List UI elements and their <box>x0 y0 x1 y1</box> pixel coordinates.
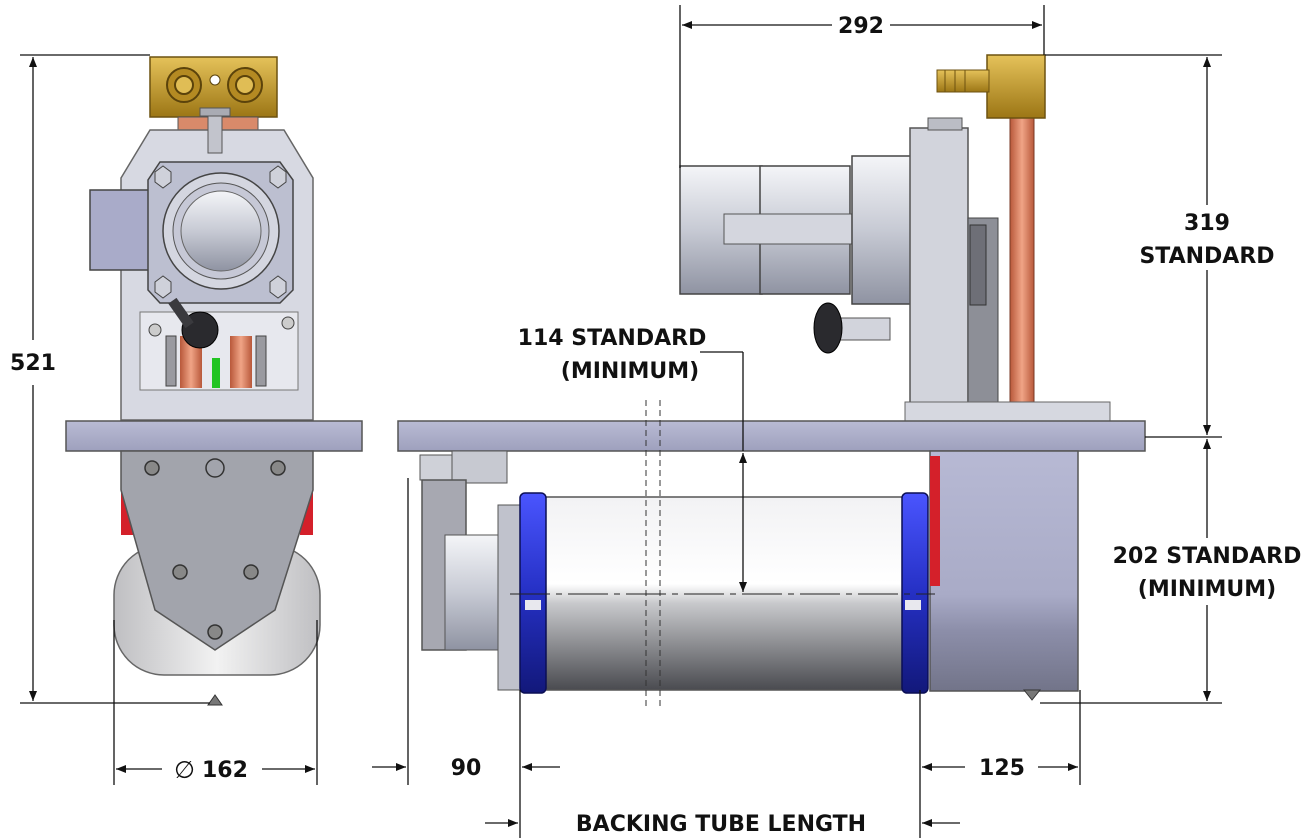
left-offset-label: 90 <box>451 756 482 781</box>
lower-height-value: 202 STANDARD <box>1113 544 1302 569</box>
junction-box <box>89 189 151 271</box>
green-indicator <box>212 358 220 388</box>
side-mounting-plate <box>397 420 1146 452</box>
diameter-symbol: ∅ <box>174 756 195 784</box>
copper-pipe <box>1009 109 1035 403</box>
brass-elbow <box>986 54 1046 119</box>
shaft-offset-note: (MINIMUM) <box>561 359 699 384</box>
brass-manifold <box>149 56 278 118</box>
upper-height-note: STANDARD <box>1139 244 1274 269</box>
shaft-offset-value: 114 STANDARD <box>518 326 707 351</box>
wheel-bracket <box>120 450 314 651</box>
front-mounting-plate <box>65 420 363 452</box>
upper-height-value: 319 <box>1184 211 1230 236</box>
left-flange <box>519 492 547 694</box>
top-width-label: 292 <box>838 14 884 39</box>
side-view <box>397 54 1146 708</box>
wheel-diameter-label: 162 <box>202 758 248 783</box>
overall-height-label: 521 <box>10 351 56 376</box>
gearbox-housing <box>929 450 1079 692</box>
motor-face <box>147 161 294 304</box>
dimension-labels: 521 292 319 STANDARD 114 STANDARD (MINIM… <box>10 14 1301 837</box>
front-view <box>65 56 363 706</box>
backing-tube-length-label: BACKING TUBE LENGTH <box>576 812 866 837</box>
side-brake-knob <box>813 302 843 354</box>
right-offset-label: 125 <box>979 756 1025 781</box>
right-flange <box>901 492 929 694</box>
drive-wheel <box>113 450 321 706</box>
lower-height-note: (MINIMUM) <box>1138 577 1276 602</box>
dimension-lines <box>20 5 1222 838</box>
side-motor <box>679 117 999 405</box>
hose-barb <box>936 69 990 93</box>
